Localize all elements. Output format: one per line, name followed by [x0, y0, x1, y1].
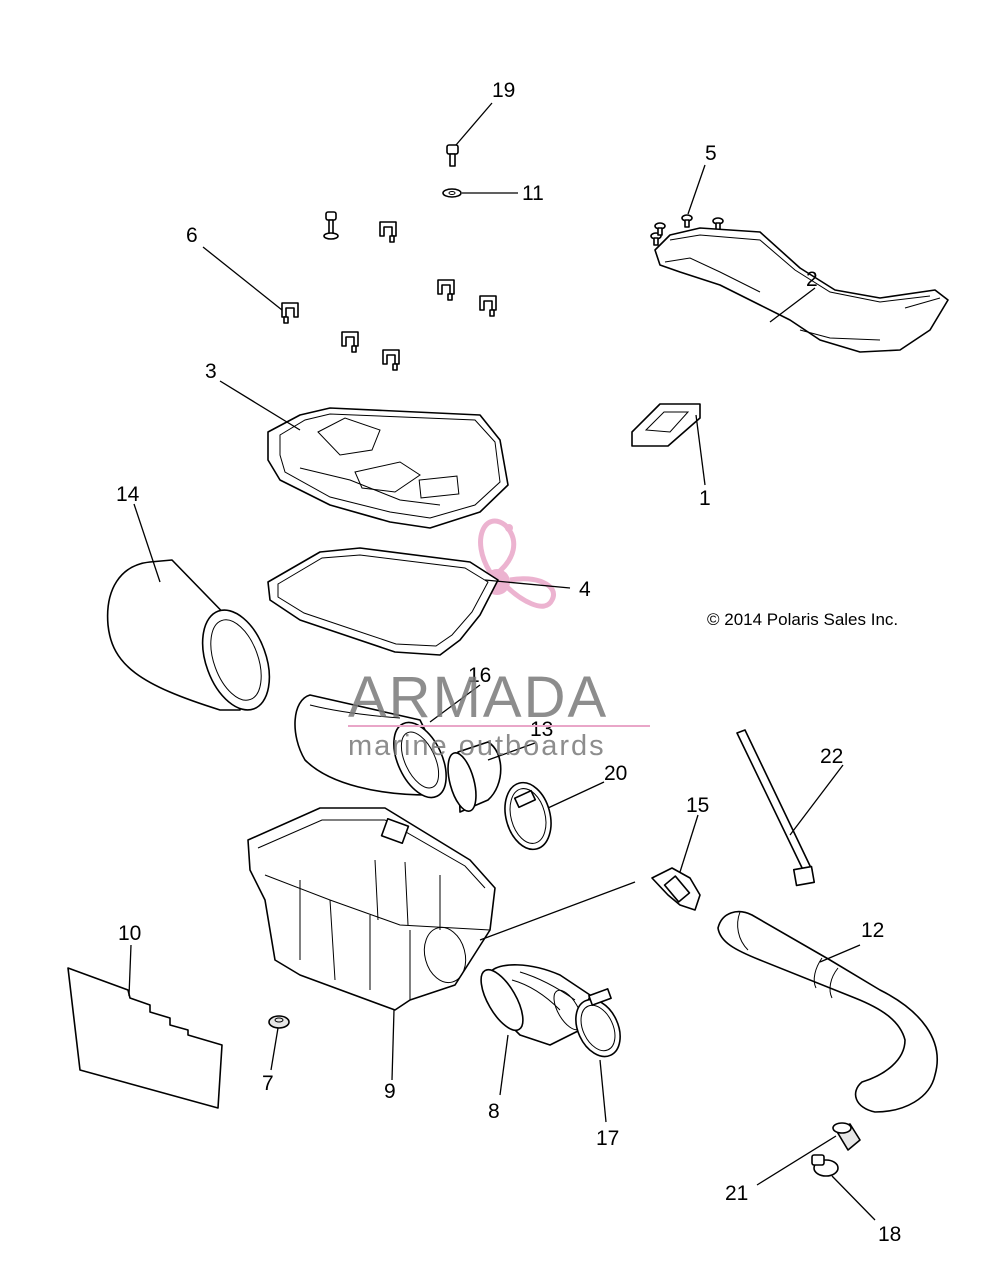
callout-17: 17 — [596, 1127, 619, 1150]
callout-21: 21 — [725, 1182, 748, 1205]
part-16-air-filter — [294, 694, 447, 799]
part-15-breather-fitting — [651, 867, 701, 911]
part-17-hose-clamp — [575, 988, 621, 1058]
callout-3: 3 — [205, 360, 217, 383]
watermark-tagline: marine outboards — [348, 730, 606, 762]
callout-6: 6 — [186, 224, 198, 247]
part-20-hose-clamp — [504, 781, 552, 851]
callout-11: 11 — [522, 182, 544, 205]
callout-4: 4 — [579, 578, 591, 601]
part-2-intake-duct — [654, 227, 949, 353]
callout-2: 2 — [806, 268, 818, 291]
callout-9: 9 — [384, 1080, 396, 1103]
bolt-small — [323, 211, 339, 240]
copyright-text: © 2014 Polaris Sales Inc. — [707, 610, 898, 629]
callout-labels: 19 11 6 5 2 1 3 4 14 16 13 20 15 22 12 1… — [116, 79, 901, 1246]
callout-10: 10 — [118, 922, 141, 945]
part-3-airbox-cover — [267, 407, 509, 529]
part-22-cable-tie — [736, 729, 816, 887]
callout-22: 22 — [820, 745, 843, 768]
callout-18: 18 — [878, 1223, 901, 1246]
callout-7: 7 — [262, 1072, 274, 1095]
part-4-gasket — [267, 547, 499, 656]
part-6-clips — [281, 221, 497, 371]
callout-1: 1 — [699, 487, 711, 510]
part-7-nut — [268, 1015, 290, 1029]
callout-5: 5 — [705, 142, 717, 165]
callout-16: 16 — [468, 664, 491, 687]
part-10-heat-shield — [67, 967, 223, 1109]
part-11-washer — [442, 188, 462, 198]
part-14-foam-prefilter — [106, 559, 271, 711]
part-5-screws — [650, 214, 724, 246]
callout-14: 14 — [116, 483, 140, 506]
part-18-clip — [811, 1154, 839, 1177]
part-9-airbox-base — [247, 807, 496, 1011]
part-19-bolt — [446, 144, 459, 167]
part-1-gasket-plate — [631, 403, 701, 447]
part-8-intake-boot — [480, 964, 591, 1046]
callout-8: 8 — [488, 1100, 500, 1123]
watermark: ARMADA marine outboards — [348, 665, 650, 762]
callout-13: 13 — [530, 718, 553, 741]
part-12-breather-hose — [717, 911, 938, 1113]
callout-12: 12 — [861, 919, 884, 942]
callout-15: 15 — [686, 794, 709, 817]
part-21-cap — [832, 1122, 861, 1151]
callout-20: 20 — [604, 762, 627, 785]
callout-19: 19 — [492, 79, 515, 102]
watermark-brand: ARMADA — [348, 665, 608, 730]
leader-lines — [128, 102, 876, 1221]
